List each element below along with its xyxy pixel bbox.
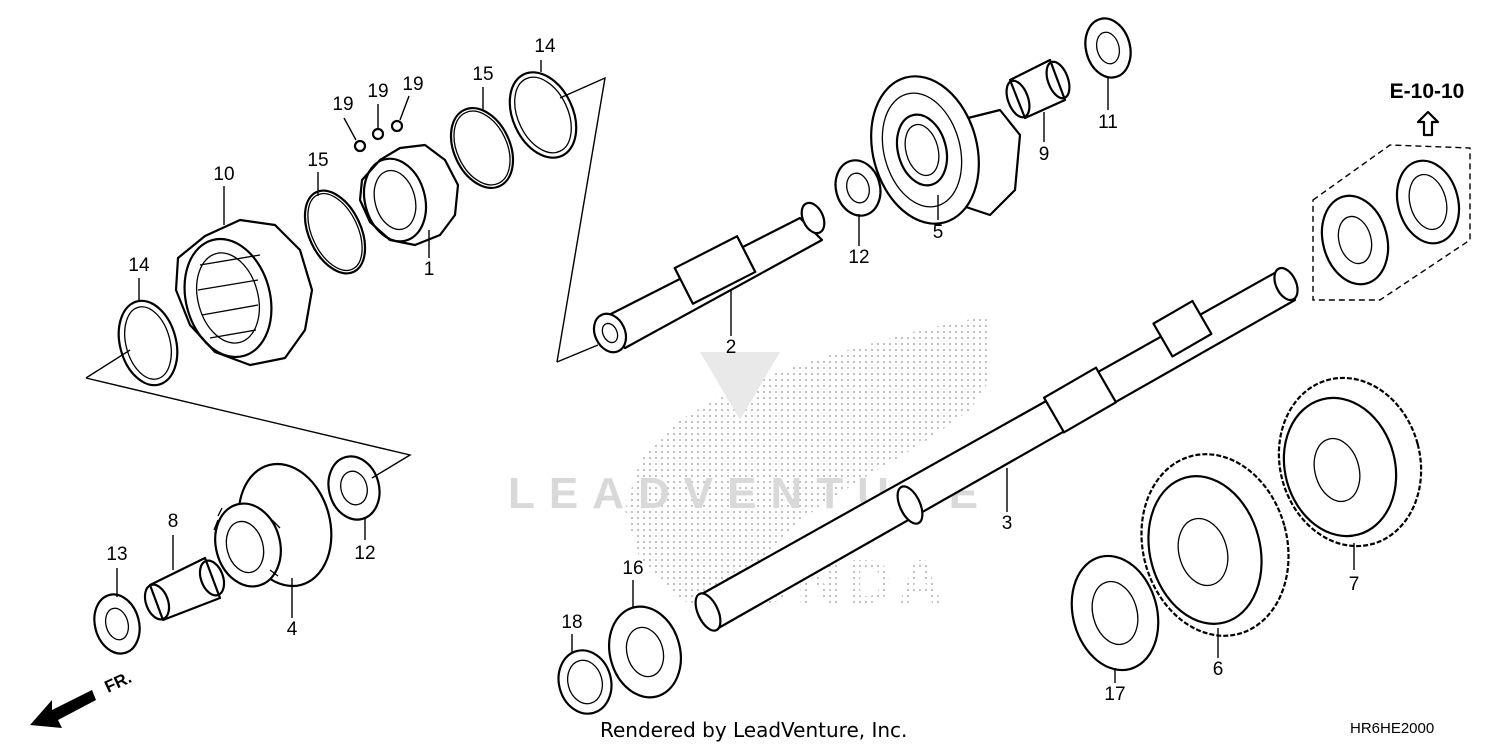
part-7-gear[interactable] — [1260, 362, 1439, 562]
credit-text: Rendered by LeadVenture, Inc. — [600, 718, 908, 742]
front-arrow-icon — [30, 690, 96, 728]
leader-lines — [116, 60, 1355, 683]
part-6-gear[interactable] — [1122, 437, 1309, 652]
callout-18: 18 — [561, 612, 582, 633]
callout-6: 6 — [1213, 659, 1224, 680]
callout-19-a: 19 — [332, 94, 353, 115]
group-outline-lines — [85, 76, 606, 479]
front-direction-indicator: FR. — [30, 668, 135, 728]
callout-19-c: 19 — [402, 74, 423, 95]
part-3-mainshaft[interactable] — [690, 264, 1302, 634]
callout-9: 9 — [1039, 144, 1050, 165]
callout-14-right: 14 — [534, 36, 556, 57]
callout-14-left: 14 — [128, 255, 150, 276]
part-5-clutch-gear[interactable] — [855, 64, 1022, 236]
part-1-hub-gear[interactable] — [355, 143, 460, 248]
callouts: 1 2 3 4 5 6 7 8 9 10 11 12 12 13 14 14 1… — [106, 36, 1359, 705]
callout-5: 5 — [933, 222, 944, 243]
part-12-lower-washer[interactable] — [322, 451, 387, 526]
part-4-gear[interactable] — [206, 453, 344, 596]
front-label: FR. — [102, 668, 135, 697]
callout-16: 16 — [622, 558, 643, 579]
callout-7: 7 — [1349, 574, 1360, 595]
part-8-bushing[interactable] — [141, 556, 229, 622]
callout-8: 8 — [168, 511, 179, 532]
part-10-sleeve[interactable] — [172, 218, 314, 367]
callout-10: 10 — [213, 164, 234, 185]
bearing-group-ref: E-10-10 — [1312, 80, 1471, 301]
callout-11: 11 — [1098, 112, 1118, 133]
part-15-right-ring[interactable] — [439, 98, 525, 198]
callout-4: 4 — [287, 619, 298, 640]
part-14-left-snap-ring[interactable] — [110, 294, 186, 392]
callout-2: 2 — [726, 337, 737, 358]
part-13-washer[interactable] — [88, 589, 146, 658]
callout-17: 17 — [1104, 684, 1125, 705]
part-17-bearing[interactable] — [1059, 546, 1170, 680]
reference-label: E-10-10 — [1390, 80, 1465, 103]
callout-19-b: 19 — [367, 81, 388, 102]
callout-13: 13 — [106, 544, 127, 565]
part-12-upper-washer[interactable] — [830, 155, 887, 220]
callout-12-lower: 12 — [354, 543, 375, 564]
part-9-bushing[interactable] — [1002, 58, 1074, 121]
part-18-seal[interactable] — [552, 644, 619, 719]
part-16-bearing[interactable] — [599, 599, 690, 706]
callout-1: 1 — [424, 259, 435, 280]
callout-12-upper: 12 — [848, 247, 869, 268]
part-2-shaft[interactable] — [588, 199, 829, 357]
callout-3: 3 — [1002, 513, 1013, 534]
diagram-code: HR6HE2000 — [1350, 720, 1435, 737]
part-14-right-snap-ring[interactable] — [497, 62, 589, 169]
callout-15-left: 15 — [307, 150, 328, 171]
callout-15-right: 15 — [472, 64, 493, 85]
part-11-washer[interactable] — [1079, 13, 1137, 82]
